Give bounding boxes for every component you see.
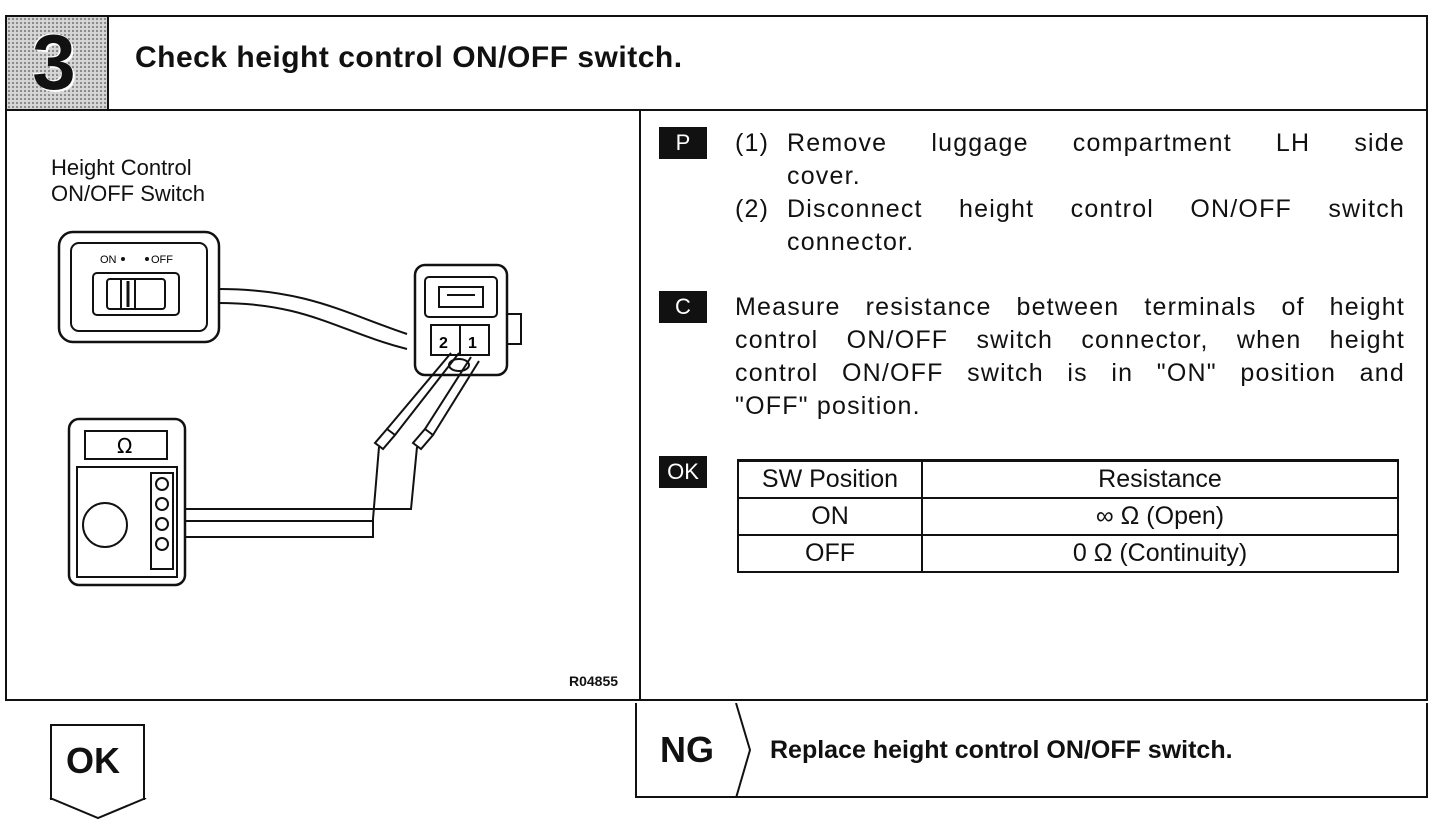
pin-1-label: 1	[468, 335, 477, 352]
diagram-label: Height Control ON/OFF Switch	[51, 155, 205, 207]
table-header-row: SW Position Resistance	[737, 459, 1399, 499]
step-header: 3 Check height control ON/OFF switch.	[7, 17, 1426, 111]
diagram-label-line1: Height Control	[51, 155, 192, 180]
ohm-symbol: Ω	[117, 434, 132, 458]
ng-chevron-icon	[735, 703, 752, 798]
prep-step-1: (1) Remove luggage compartment LH side c…	[735, 127, 1405, 193]
prep-step-2-line2: connector.	[787, 228, 915, 256]
table-header-sw-position: SW Position	[737, 459, 923, 499]
prep-step-1-line2: cover.	[787, 162, 861, 190]
ng-result-box	[635, 703, 1428, 798]
prep-step-1-num: (1)	[735, 129, 770, 157]
tester-probes	[183, 352, 480, 538]
step-title: Check height control ON/OFF switch.	[135, 41, 683, 74]
resistance-spec-table: SW Position Resistance ON ∞ Ω (Open) OFF…	[737, 459, 1399, 573]
instructions-panel: P (1) Remove luggage compartment LH side…	[639, 109, 1426, 699]
step-number-box: 3	[7, 17, 109, 109]
check-line2: control ON/OFF switch connector, when he…	[735, 326, 1405, 354]
diagram-label-line2: ON/OFF Switch	[51, 181, 206, 206]
check-instructions: Measure resistance between terminals of …	[735, 291, 1405, 423]
table-cell-resistance: ∞ Ω (Open)	[921, 497, 1399, 536]
check-line3: control ON/OFF switch is in "ON" positio…	[735, 359, 1405, 387]
switch-on-label: ON	[100, 254, 117, 266]
ok-result-label: OK	[66, 740, 120, 781]
prep-badge: P	[659, 127, 707, 159]
check-badge: C	[659, 291, 707, 323]
ok-result-box	[50, 724, 145, 800]
prep-step-2-line1: Disconnect height control ON/OFF switch	[787, 195, 1405, 223]
step-number: 3	[32, 18, 76, 106]
ok-spec-badge: OK	[659, 456, 707, 488]
check-line1: Measure resistance between terminals of …	[735, 293, 1405, 321]
table-header-resistance: Resistance	[921, 459, 1399, 499]
table-row: ON ∞ Ω (Open)	[737, 497, 1399, 536]
check-line4: "OFF" position.	[735, 392, 921, 420]
pin-2-label: 2	[439, 335, 448, 352]
height-control-switch: ON OFF	[57, 230, 221, 344]
prep-step-1-line1: Remove luggage compartment LH side	[787, 129, 1405, 157]
prep-step-2: (2) Disconnect height control ON/OFF swi…	[735, 193, 1405, 259]
diagram-panel: Height Control ON/OFF Switch ON OFF	[7, 109, 641, 699]
switch-connector: 2 1	[413, 263, 522, 377]
ok-down-arrow-icon	[49, 798, 147, 820]
switch-off-label: OFF	[151, 254, 173, 266]
ng-action-text: Replace height control ON/OFF switch.	[770, 736, 1233, 764]
table-cell-position: ON	[737, 497, 923, 536]
figure-ref-code: R04855	[569, 673, 619, 689]
ng-result-label: NG	[660, 729, 714, 770]
wiring-diagram: ON OFF 2 1	[57, 230, 522, 587]
table-cell-position: OFF	[737, 534, 923, 573]
ohmmeter: Ω	[67, 417, 187, 587]
table-row: OFF 0 Ω (Continuity)	[737, 534, 1399, 573]
table-cell-resistance: 0 Ω (Continuity)	[921, 534, 1399, 573]
prep-step-2-num: (2)	[735, 195, 770, 223]
step-frame: 3 Check height control ON/OFF switch. He…	[5, 15, 1428, 701]
